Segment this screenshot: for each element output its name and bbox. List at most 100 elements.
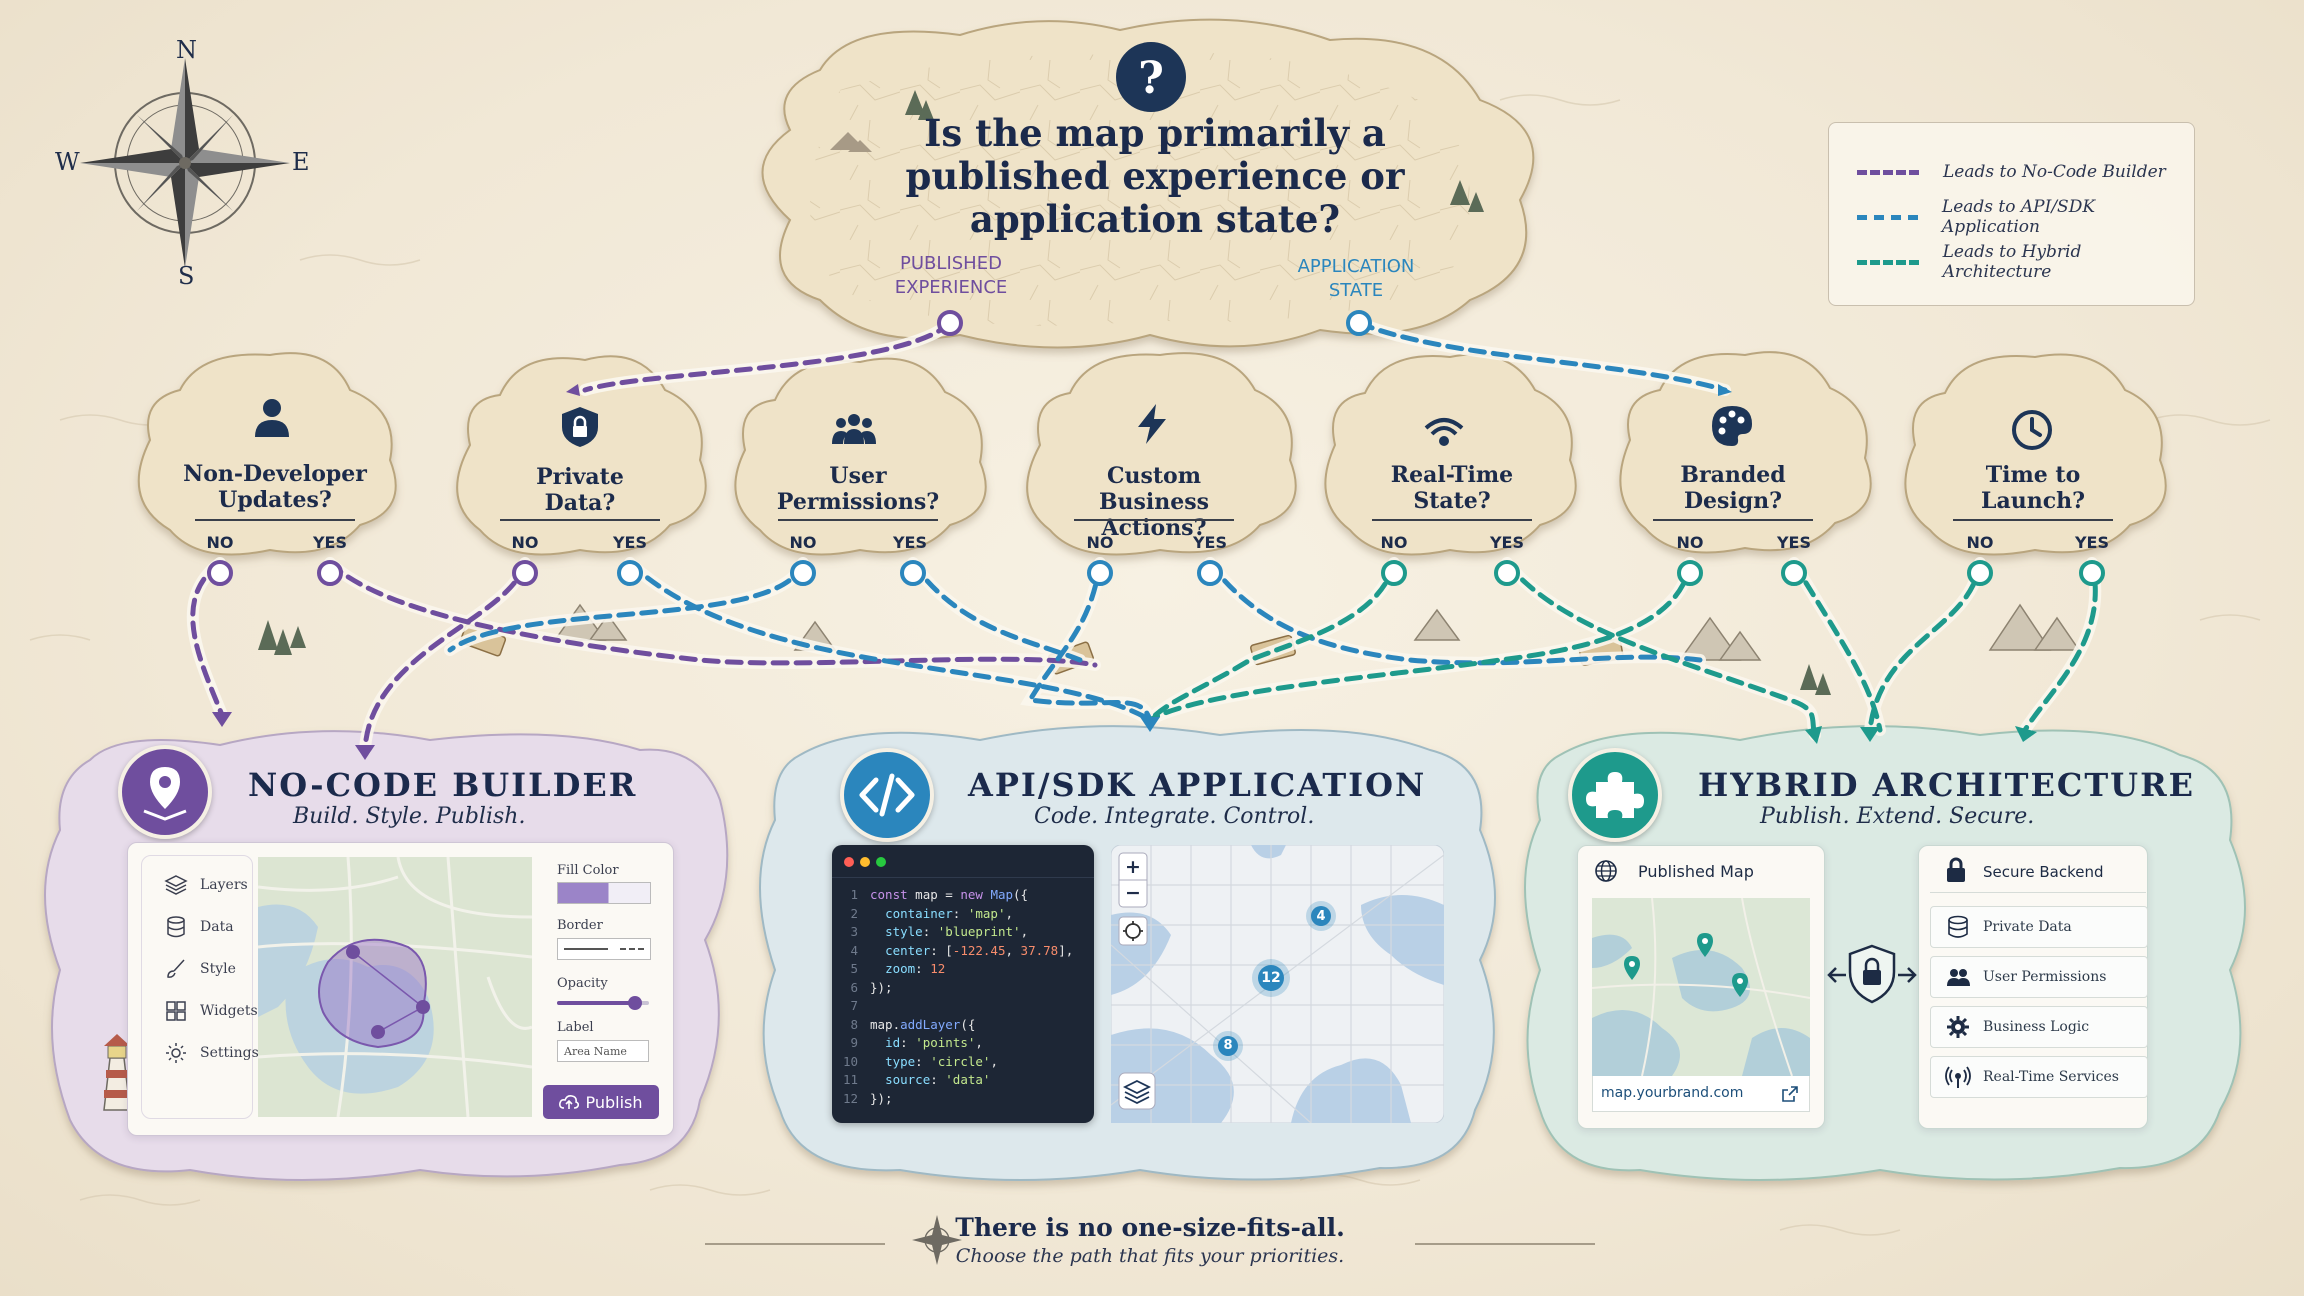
- zoom-out-button[interactable]: −: [1125, 882, 1141, 904]
- opacity-slider[interactable]: [557, 996, 649, 1010]
- service-real-time[interactable]: Real-Time Services: [1930, 1056, 2148, 1098]
- path-arrowheads: [212, 384, 2037, 760]
- widgets-icon: [166, 1001, 186, 1021]
- main-question: Is the map primarily a published experie…: [880, 112, 1430, 241]
- opacity-slider-fill: [557, 1001, 636, 1005]
- criterion-divider: [500, 519, 660, 521]
- code-line: 2 container: 'map',: [832, 906, 1013, 924]
- criterion-line: Design?: [1683, 488, 1783, 514]
- nocode-subtitle: Build. Style. Publish.: [293, 804, 526, 829]
- criterion-line: Updates?: [218, 487, 332, 513]
- line-number: 11: [842, 1072, 858, 1087]
- code-line: 12});: [832, 1091, 893, 1109]
- sidebar-item-style[interactable]: Style: [164, 954, 236, 984]
- code-line: 7: [832, 998, 870, 1016]
- code-text: map.addLayer({: [870, 1016, 976, 1032]
- application-branch-node: [1346, 310, 1372, 336]
- no-label: NO: [511, 533, 539, 552]
- question-line-1: Is the map primarily a: [924, 111, 1386, 155]
- database-icon: [167, 916, 185, 938]
- url-bar[interactable]: map.yourbrand.com: [1592, 1076, 1810, 1112]
- no-label: NO: [1380, 533, 1408, 552]
- published-label-line-2: EXPERIENCE: [894, 277, 1008, 298]
- cluster-count: 12: [1261, 970, 1281, 986]
- criterion-line: Non-Developer: [183, 461, 367, 487]
- code-line: 4 center: [-122.45, 37.78],: [832, 943, 1073, 961]
- cluster-marker[interactable]: [1258, 965, 1284, 991]
- border-solid-preview: [564, 948, 608, 950]
- line-number: 7: [850, 998, 858, 1013]
- yes-label: YES: [892, 533, 928, 552]
- published-map-preview[interactable]: [1592, 898, 1810, 1076]
- application-label-line-1: APPLICATION: [1297, 256, 1415, 277]
- nocode-map-canvas[interactable]: [258, 857, 532, 1117]
- window-minimize-dot[interactable]: [860, 857, 870, 867]
- secure-connection-icon: [1827, 944, 1917, 1004]
- cluster-marker[interactable]: [1311, 906, 1331, 926]
- line-number: 2: [850, 905, 858, 921]
- line-number: 3: [850, 924, 858, 939]
- sidebar-item-settings[interactable]: Settings: [164, 1038, 259, 1068]
- locate-button[interactable]: [1118, 916, 1148, 946]
- service-private-data[interactable]: Private Data: [1930, 906, 2148, 948]
- no-label: NO: [1966, 533, 1994, 552]
- fill-color-swatch[interactable]: [557, 882, 651, 904]
- service-user-permissions[interactable]: User Permissions: [1930, 956, 2148, 998]
- compass-north: N: [176, 36, 197, 64]
- published-map-title: Published Map: [1638, 862, 1754, 881]
- hybrid-subtitle: Publish. Extend. Secure.: [1760, 804, 2035, 829]
- legend-dash-blue: [1857, 214, 1918, 220]
- criterion-divider: [778, 519, 938, 521]
- globe-icon: [1595, 860, 1617, 882]
- cloud-upload-icon: [559, 1095, 580, 1109]
- signal-icon: [1424, 418, 1464, 446]
- map-pin-icon: [143, 767, 187, 821]
- window-close-dot[interactable]: [844, 857, 854, 867]
- criterion-line: User: [829, 463, 887, 489]
- sidebar-item-label: Layers: [200, 877, 248, 893]
- style-properties: Fill Color Border Opacity Label Area Nam…: [557, 860, 657, 1080]
- zoom-in-button[interactable]: +: [1125, 856, 1141, 878]
- yes-label: YES: [612, 533, 648, 552]
- legend-item-hybrid: Leads to Hybrid Architecture: [1857, 242, 2194, 282]
- application-label-line-2: STATE: [1328, 280, 1384, 301]
- gear-icon: [166, 1043, 186, 1063]
- line-number: 4: [850, 942, 858, 958]
- broadcast-icon: [1945, 1066, 1971, 1088]
- code-text: style: 'blueprint',: [885, 924, 1029, 939]
- code-text: });: [870, 1090, 893, 1106]
- brush-icon: [167, 959, 185, 978]
- code-text: zoom: 12: [885, 961, 946, 976]
- external-link-icon[interactable]: [1781, 1085, 1799, 1103]
- legend: Leads to No-Code Builder Leads to API/SD…: [1828, 122, 2195, 306]
- published-url[interactable]: map.yourbrand.com: [1601, 1085, 1744, 1101]
- opacity-slider-handle[interactable]: [628, 996, 643, 1010]
- code-text: id: 'points',: [885, 1035, 983, 1050]
- compass-west: W: [55, 148, 80, 176]
- sidebar-item-layers[interactable]: Layers: [164, 870, 248, 900]
- code-line: 10 type: 'circle',: [832, 1054, 998, 1072]
- border-style-select[interactable]: [557, 938, 651, 960]
- service-business-logic[interactable]: Business Logic: [1930, 1006, 2148, 1048]
- sidebar-item-widgets[interactable]: Widgets: [164, 996, 258, 1026]
- cluster-marker[interactable]: [1218, 1036, 1238, 1056]
- criteria-islands: [137, 351, 2167, 556]
- no-label: NO: [1676, 533, 1704, 552]
- label-input[interactable]: Area Name: [557, 1040, 649, 1062]
- legend-dash-purple: [1857, 169, 1919, 175]
- sidebar-item-data[interactable]: Data: [164, 912, 234, 942]
- publish-button[interactable]: Publish: [543, 1085, 659, 1119]
- window-maximize-dot[interactable]: [876, 857, 886, 867]
- footer-rule: [705, 1243, 1595, 1245]
- no-label: NO: [206, 533, 234, 552]
- question-line-2: published experience or: [905, 154, 1405, 198]
- criterion-line: Private: [536, 464, 624, 490]
- api-map-canvas[interactable]: [1111, 845, 1444, 1123]
- legend-label: Leads to Hybrid Architecture: [1942, 242, 2082, 282]
